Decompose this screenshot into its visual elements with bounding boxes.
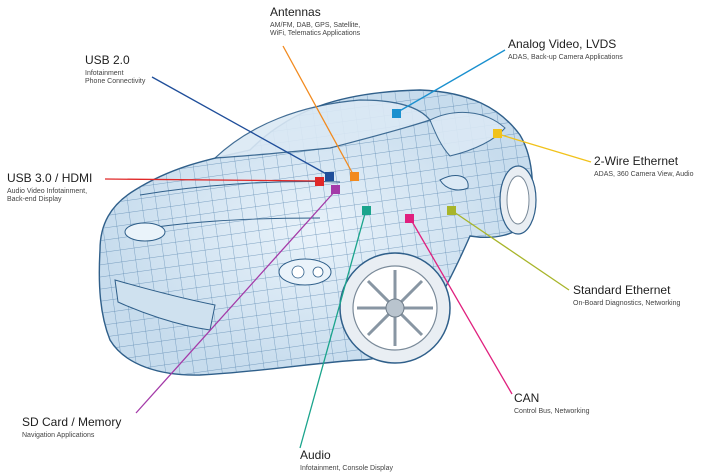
usb2-line: [151, 76, 331, 177]
two-wire-label: 2-Wire Ethernet ADAS, 360 Camera View, A…: [594, 154, 694, 179]
std-eth-desc: On-Board Diagnostics, Networking: [573, 299, 681, 307]
antennas-desc-2: WiFi, Telematics Applications: [270, 29, 361, 37]
audio-label: Audio Infotainment, Console Display: [300, 448, 393, 473]
analog-video-title: Analog Video, LVDS: [508, 37, 617, 51]
callout-lines: [104, 45, 592, 449]
antennas-title: Antennas: [270, 5, 321, 19]
antennas-desc-1: AM/FM, DAB, GPS, Satellite,: [270, 21, 361, 29]
std-eth-marker[interactable]: [447, 206, 456, 215]
two-wire-marker[interactable]: [493, 129, 502, 138]
usb3-desc-1: Audio Video Infotainment,: [7, 187, 88, 195]
usb3-line: [104, 178, 321, 182]
usb2-marker[interactable]: [325, 172, 334, 181]
std-eth-label: Standard Ethernet On-Board Diagnostics, …: [573, 283, 681, 308]
analog-video-label: Analog Video, LVDS ADAS, Back-up Camera …: [508, 37, 623, 62]
sd-desc: Navigation Applications: [22, 431, 95, 439]
antennas-line: [282, 45, 355, 177]
usb3-label: USB 3.0 / HDMI Audio Video Infotainment,…: [7, 171, 93, 204]
sd-marker[interactable]: [331, 185, 340, 194]
two-wire-title: 2-Wire Ethernet: [594, 154, 679, 168]
std-eth-title: Standard Ethernet: [573, 283, 671, 297]
usb3-marker[interactable]: [315, 177, 324, 186]
usb3-desc-2: Back-end Display: [7, 195, 62, 203]
can-title: CAN: [514, 391, 540, 405]
antennas-label: Antennas AM/FM, DAB, GPS, Satellite, WiF…: [270, 5, 361, 38]
usb3-title: USB 3.0 / HDMI: [7, 171, 93, 185]
audio-title: Audio: [300, 448, 331, 462]
audio-desc: Infotainment, Console Display: [300, 464, 393, 472]
analog-video-marker[interactable]: [392, 109, 401, 118]
usb2-desc-2: Phone Connectivity: [85, 77, 146, 85]
can-desc: Control Bus, Networking: [514, 407, 590, 415]
two-wire-desc: ADAS, 360 Camera View, Audio: [594, 170, 694, 178]
sd-title: SD Card / Memory: [22, 415, 122, 429]
usb2-label: USB 2.0 Infotainment Phone Connectivity: [85, 53, 146, 86]
can-marker[interactable]: [405, 214, 414, 223]
audio-line: [299, 209, 367, 449]
std-eth-line: [450, 209, 570, 291]
usb2-desc-1: Infotainment: [85, 69, 124, 77]
can-line: [409, 217, 513, 395]
sd-label: SD Card / Memory Navigation Applications: [22, 415, 122, 440]
connector-markers: [315, 109, 502, 223]
usb2-title: USB 2.0: [85, 53, 130, 67]
two-wire-line: [497, 133, 592, 163]
audio-marker[interactable]: [362, 206, 371, 215]
antennas-marker[interactable]: [350, 172, 359, 181]
can-label: CAN Control Bus, Networking: [514, 391, 590, 416]
analog-video-line: [395, 49, 506, 114]
sd-line: [135, 189, 337, 414]
analog-video-desc: ADAS, Back-up Camera Applications: [508, 53, 623, 61]
